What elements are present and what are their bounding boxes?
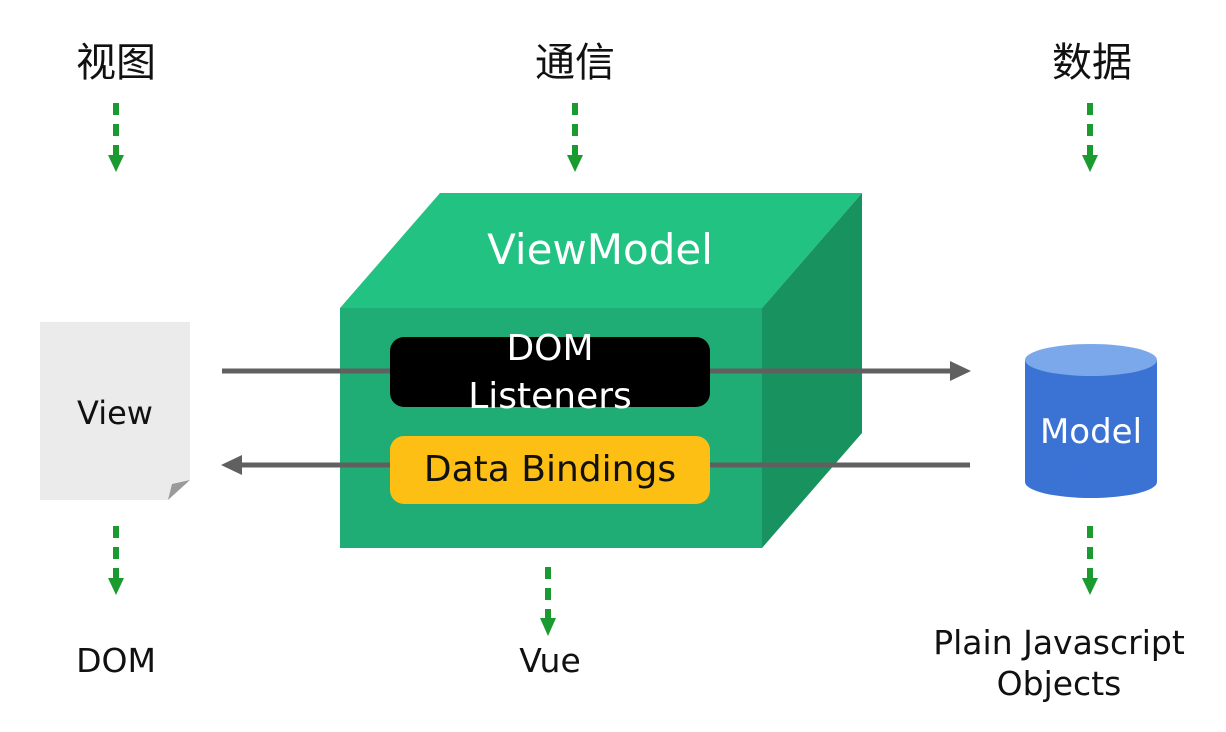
view-top-down-arrow <box>108 103 124 172</box>
communication-column-label: 通信 <box>535 40 615 86</box>
view-document-page <box>40 322 190 500</box>
dom-listeners-label-line2: Listeners <box>468 376 632 417</box>
data-bindings-label: Data Bindings <box>424 449 676 490</box>
viewmodel-caption: Vue <box>519 641 581 680</box>
communication-top-down-arrow <box>567 103 583 172</box>
model-caption-line1: Plain Javascript <box>933 623 1185 662</box>
dom-listeners: DOM Listeners <box>390 328 710 417</box>
model-cylinder-body <box>1025 360 1157 482</box>
viewmodel-title: ViewModel <box>487 225 713 274</box>
data-bindings: Data Bindings <box>390 436 710 504</box>
dom-listeners-label-line1: DOM <box>506 328 593 369</box>
dom-listeners-box <box>390 337 710 407</box>
model-cylinder: Model <box>1025 344 1157 498</box>
view-bottom-down-arrow <box>108 526 124 595</box>
model-label: Model <box>1040 412 1142 452</box>
viewmodel-bottom-down-arrow <box>540 567 556 636</box>
view-document: View <box>40 322 190 500</box>
data-bindings-box <box>390 436 710 504</box>
view-label: View <box>77 394 153 432</box>
view-caption: DOM <box>76 641 156 680</box>
data-column-label: 数据 <box>1052 40 1132 86</box>
model-cylinder-bottom <box>1025 466 1157 498</box>
model-cylinder-top <box>1025 344 1157 376</box>
view-column-label: 视图 <box>76 40 156 86</box>
model-bottom-down-arrow <box>1082 526 1098 595</box>
data-top-down-arrow <box>1082 103 1098 172</box>
view-document-fold <box>168 480 190 500</box>
viewmodel-box-top <box>340 193 862 308</box>
viewmodel-box: ViewModel <box>340 193 862 548</box>
model-caption-line2: Objects <box>997 664 1122 703</box>
